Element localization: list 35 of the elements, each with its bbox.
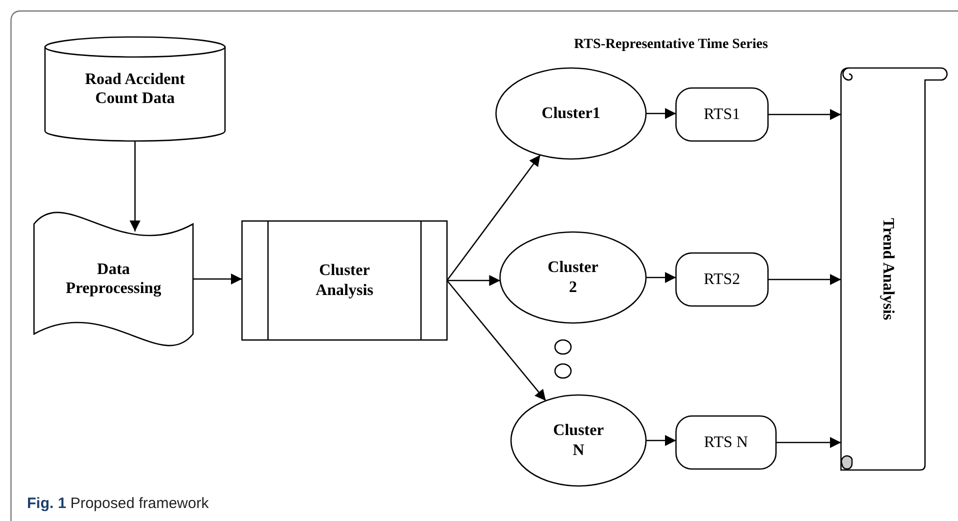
arrow bbox=[646, 108, 676, 119]
cluster-ellipse bbox=[511, 395, 646, 486]
figure-caption: Fig. 1 Proposed framework bbox=[27, 495, 209, 512]
rts-box bbox=[676, 253, 768, 306]
node-label: Trend Analysis bbox=[878, 218, 898, 320]
arrow bbox=[446, 154, 541, 281]
note-label: RTS-Representative Time Series bbox=[574, 37, 768, 53]
arrow bbox=[447, 275, 500, 286]
scroll-shape bbox=[841, 68, 949, 470]
node-label: RTS2 bbox=[704, 270, 740, 290]
arrow bbox=[130, 141, 140, 232]
process-box bbox=[242, 221, 447, 340]
arrow bbox=[768, 109, 841, 120]
cluster-ellipse bbox=[496, 68, 646, 159]
node-label: Cluster1 bbox=[542, 104, 600, 124]
arrow bbox=[646, 272, 676, 283]
arrow bbox=[193, 274, 242, 284]
cluster-ellipse bbox=[500, 232, 646, 323]
node-label: Road Accident Count Data bbox=[84, 70, 186, 108]
data-tape-shape bbox=[34, 209, 193, 349]
node-label: RTS N bbox=[704, 432, 748, 452]
rts-box bbox=[676, 416, 776, 469]
node-label: RTS1 bbox=[704, 104, 740, 124]
database-cylinder bbox=[45, 37, 225, 141]
rts-box bbox=[676, 88, 768, 141]
arrow bbox=[768, 274, 841, 285]
arrow bbox=[446, 280, 546, 402]
node-label: Cluster N bbox=[552, 421, 605, 460]
ellipsis-circle bbox=[555, 340, 571, 354]
node-label: Data Preprocessing bbox=[64, 260, 162, 298]
ellipsis-circle bbox=[555, 364, 571, 378]
arrow bbox=[646, 435, 676, 446]
node-label: Cluster 2 bbox=[546, 258, 600, 297]
arrow bbox=[776, 437, 841, 448]
node-label: Cluster Analysis bbox=[314, 261, 374, 300]
